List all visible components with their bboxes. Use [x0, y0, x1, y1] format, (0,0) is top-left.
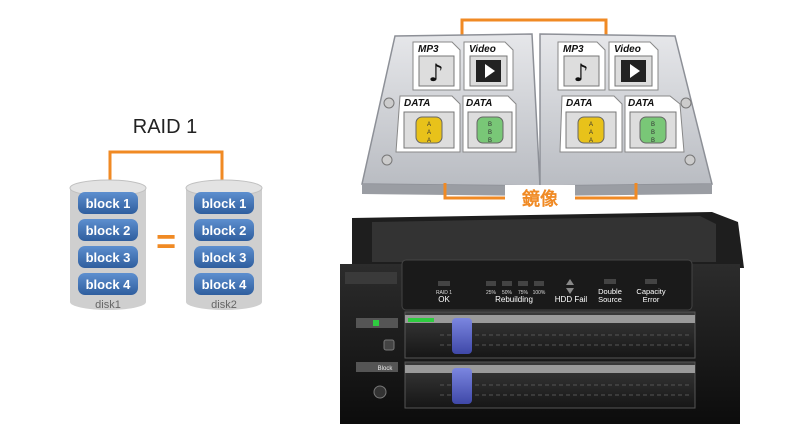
file-card-mp3-right: MP3 ♪: [557, 41, 606, 91]
tray-latch-1[interactable]: [452, 318, 472, 354]
equals-sign: =: [156, 223, 176, 261]
svg-text:B: B: [488, 130, 492, 136]
triangle-up-icon: [566, 279, 574, 285]
disk1-block-4-label: block 4: [86, 277, 132, 292]
disk1-block-4: [78, 273, 138, 295]
svg-text:A: A: [427, 130, 431, 136]
svg-text:50%: 50%: [502, 290, 513, 296]
svg-text:Capacity: Capacity: [636, 287, 665, 296]
power-button[interactable]: [383, 339, 395, 351]
svg-text:MP3: MP3: [418, 44, 439, 55]
tray-latch-2[interactable]: [452, 368, 472, 404]
file-card-mp3-left: MP3 ♪: [412, 41, 461, 91]
svg-text:MP3: MP3: [563, 44, 584, 55]
disk1-block-3: [78, 246, 138, 268]
svg-text:Double: Double: [598, 287, 622, 296]
svg-text:B: B: [651, 122, 655, 128]
raid1-diagram: RAID 1 block 1 block 2 block 3 block 4 d…: [69, 116, 263, 311]
disk1-label: disk1: [95, 299, 121, 311]
database-yellow-icon: A A A: [577, 116, 605, 144]
file-card-data-green-left: DATA B B B: [462, 95, 517, 153]
enclosure: RAID 1 OK 25% 50% 75% 100% Rebuilding HD…: [340, 212, 744, 424]
music-note-icon: ♪: [573, 59, 588, 87]
svg-text:HDD Fail: HDD Fail: [555, 295, 588, 304]
file-card-data-yellow-left: DATA A A A: [395, 95, 461, 153]
svg-text:Error: Error: [643, 295, 660, 304]
file-card-data-green-right: DATA B B B: [624, 95, 685, 153]
disk1-block-2: [78, 219, 138, 241]
disk2-block-1: [194, 192, 254, 214]
music-note-icon: ♪: [428, 59, 443, 87]
disk2-block-4-label: block 4: [202, 277, 248, 292]
svg-text:Video: Video: [469, 44, 496, 55]
disk2-block-3-label: block 3: [202, 250, 247, 265]
disk2-block-4: [194, 273, 254, 295]
file-card-video-right: Video: [608, 41, 659, 91]
disk2-block-2: [194, 219, 254, 241]
svg-text:B: B: [488, 122, 492, 128]
svg-text:A: A: [589, 130, 593, 136]
svg-text:RAID 1: RAID 1: [436, 290, 452, 296]
file-card-data-yellow-right: DATA A A A: [559, 95, 623, 153]
svg-text:A: A: [589, 122, 593, 128]
disk2-block-1-label: block 1: [202, 196, 247, 211]
triangle-down-icon: [566, 288, 574, 294]
svg-text:OK: OK: [438, 295, 450, 304]
svg-text:DATA: DATA: [628, 98, 654, 109]
svg-text:Rebuilding: Rebuilding: [495, 295, 533, 304]
svg-text:A: A: [589, 138, 593, 144]
svg-text:Video: Video: [614, 44, 641, 55]
database-yellow-icon: A A A: [415, 116, 443, 144]
tray-tag: Block: [378, 366, 394, 372]
disk2-block-3: [194, 246, 254, 268]
drive-bay-1[interactable]: [404, 311, 696, 359]
disk1-block-2-label: block 2: [86, 223, 131, 238]
svg-text:Source: Source: [598, 295, 622, 304]
raid-title: RAID 1: [133, 116, 197, 138]
status-panel: [401, 259, 693, 311]
database-green-icon: B B B: [476, 116, 504, 144]
disk-1: block 1 block 2 block 3 block 4 disk1: [69, 179, 147, 311]
disk1-block-3-label: block 3: [86, 250, 131, 265]
eject-button[interactable]: [373, 385, 387, 399]
disk2-label: disk2: [211, 299, 237, 311]
database-green-icon: B B B: [639, 116, 667, 144]
disk1-block-1: [78, 192, 138, 214]
svg-text:25%: 25%: [486, 290, 497, 296]
svg-text:DATA: DATA: [404, 98, 430, 109]
svg-text:B: B: [651, 130, 655, 136]
drive-bay-2[interactable]: [404, 361, 696, 409]
disk1-block-1-label: block 1: [86, 196, 131, 211]
svg-text:DATA: DATA: [566, 98, 592, 109]
disk-2: block 1 block 2 block 3 block 4 disk2: [185, 179, 263, 311]
svg-text:DATA: DATA: [466, 98, 492, 109]
mirror-label: 鏡像: [522, 188, 559, 210]
svg-text:75%: 75%: [518, 290, 529, 296]
disk2-block-2-label: block 2: [202, 223, 247, 238]
file-card-video-left: Video: [463, 41, 514, 91]
svg-text:B: B: [488, 138, 492, 144]
svg-text:A: A: [427, 122, 431, 128]
svg-text:B: B: [651, 138, 655, 144]
svg-text:A: A: [427, 138, 431, 144]
mirror-link-left: [108, 150, 224, 183]
svg-text:100%: 100%: [533, 290, 546, 296]
mirror-link-top: [460, 18, 608, 40]
